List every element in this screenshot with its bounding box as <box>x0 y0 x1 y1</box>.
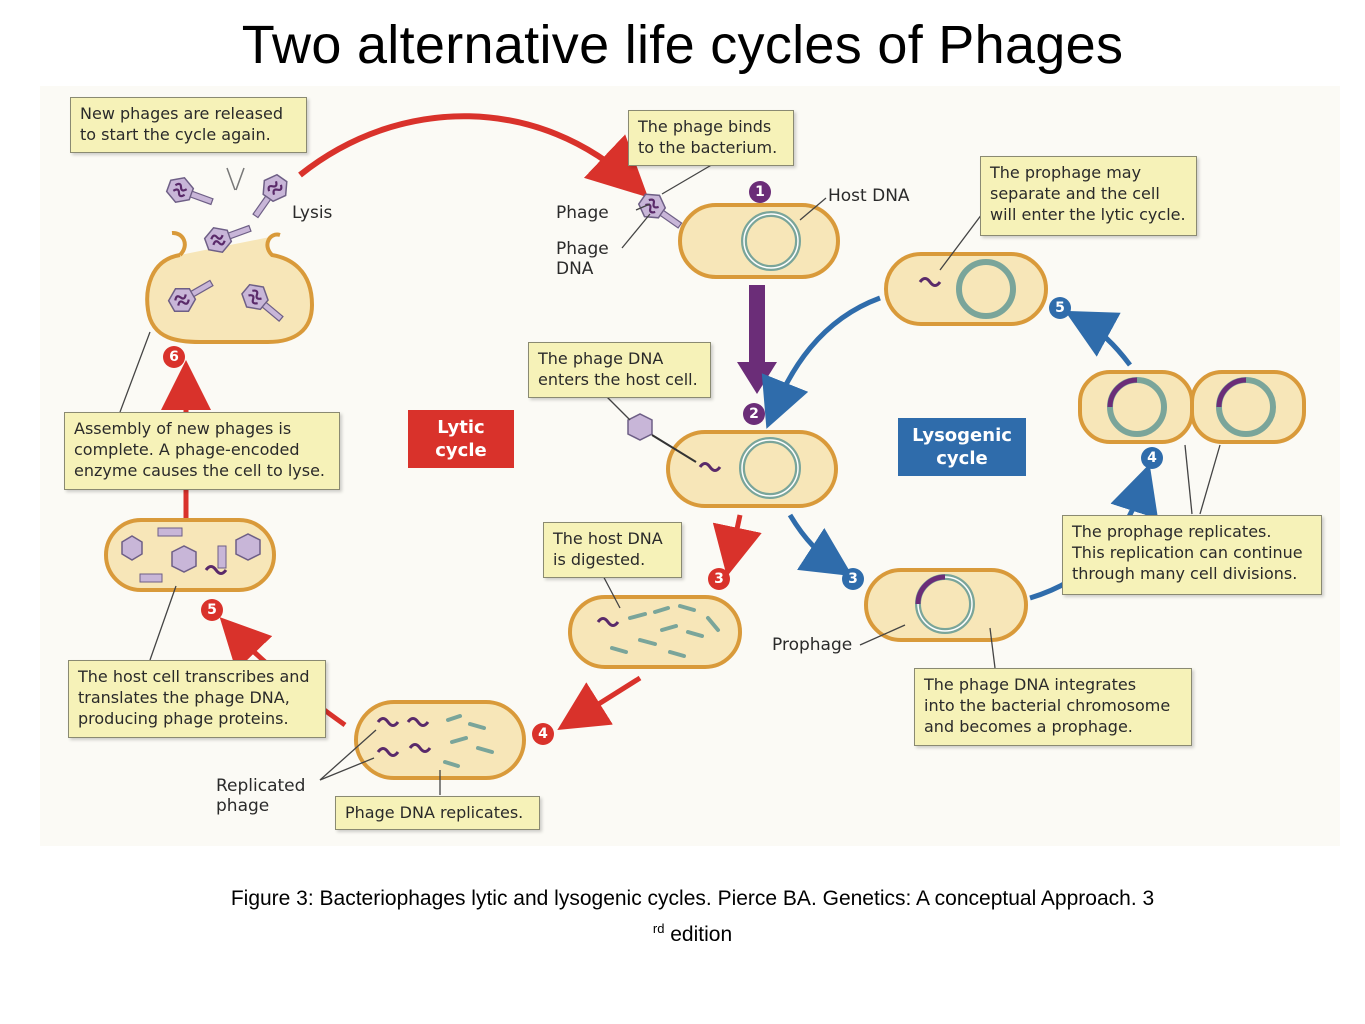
label-lysis: Lysis <box>292 203 333 223</box>
cell-step1 <box>633 187 840 279</box>
callout-prophage-may-separate: The prophage may separate and the cell w… <box>980 156 1197 236</box>
lytic-arrow-release-to-bind <box>298 113 649 198</box>
step-badge-lyso-4: 4 <box>1141 447 1163 469</box>
lytic-arrow-3-to-4 <box>557 675 642 730</box>
page-title: Two alternative life cycles of Phages <box>241 15 1124 75</box>
callout-phage-dna-integrates: The phage DNA integrates into the bacter… <box>914 668 1192 746</box>
lysogenic-cycle-label: Lysogenic cycle <box>898 418 1026 476</box>
step-badge-lyso-3: 3 <box>842 568 864 590</box>
cell-lytic5 <box>104 518 276 592</box>
lytic-cycle-label: Lytic cycle <box>408 410 514 468</box>
step-badge-2: 2 <box>743 403 765 425</box>
cell-lyso5 <box>884 252 1048 326</box>
lysogenic-arrow-4-to-5 <box>1064 310 1132 367</box>
callout-phage-dna-replicates: Phage DNA replicates. <box>335 796 540 830</box>
cell-lytic4 <box>354 700 526 780</box>
step-badge-lytic-6: 6 <box>163 346 185 368</box>
caption-text: Figure 3: Bacteriophages lytic and lysog… <box>230 887 1155 910</box>
callout-new-phages-released: New phages are released to start the cyc… <box>70 97 307 153</box>
step-badge-lyso-5: 5 <box>1049 297 1071 319</box>
callout-assembly-complete: Assembly of new phages is complete. A ph… <box>64 412 340 490</box>
caption-tail: edition <box>664 923 733 946</box>
entry-arrow-shaft <box>749 285 765 363</box>
entry-arrow-head <box>737 362 777 394</box>
callout-phage-binds: The phage binds to the bacterium. <box>628 110 794 166</box>
callout-prophage-replicates: The prophage replicates. This replicatio… <box>1062 515 1322 595</box>
cell-lytic3 <box>568 595 742 669</box>
cell-lyso3 <box>864 568 1028 642</box>
callout-phage-dna-enters: The phage DNA enters the host cell. <box>528 342 711 398</box>
step-badge-lytic-4: 4 <box>532 723 554 745</box>
lysogenic-arrow-5-to-2 <box>761 295 881 429</box>
cell-lysis <box>145 167 315 344</box>
caption-superscript: rd <box>652 921 665 936</box>
label-prophage: Prophage <box>772 635 853 655</box>
step-badge-lytic-5: 5 <box>201 599 223 621</box>
label-phage-dna: Phage DNA <box>556 239 609 279</box>
label-host-dna: Host DNA <box>828 186 910 206</box>
lysogenic-arrow-2-to-3 <box>787 513 853 577</box>
cell-lyso4-left <box>1078 370 1194 444</box>
cell-step2 <box>627 413 838 508</box>
figure-caption: Figure 3: Bacteriophages lytic and lysog… <box>60 884 1325 950</box>
callout-host-dna-digested: The host DNA is digested. <box>543 522 682 578</box>
label-phage: Phage <box>556 203 609 223</box>
label-replicated-phage: Replicated phage <box>216 776 306 816</box>
callout-host-transcribes: The host cell transcribes and translates… <box>68 660 326 738</box>
step-badge-1: 1 <box>749 181 771 203</box>
cell-lyso4-right <box>1190 370 1306 444</box>
step-badge-lytic-3: 3 <box>708 568 730 590</box>
lytic-arrow-2-to-3 <box>712 514 762 577</box>
